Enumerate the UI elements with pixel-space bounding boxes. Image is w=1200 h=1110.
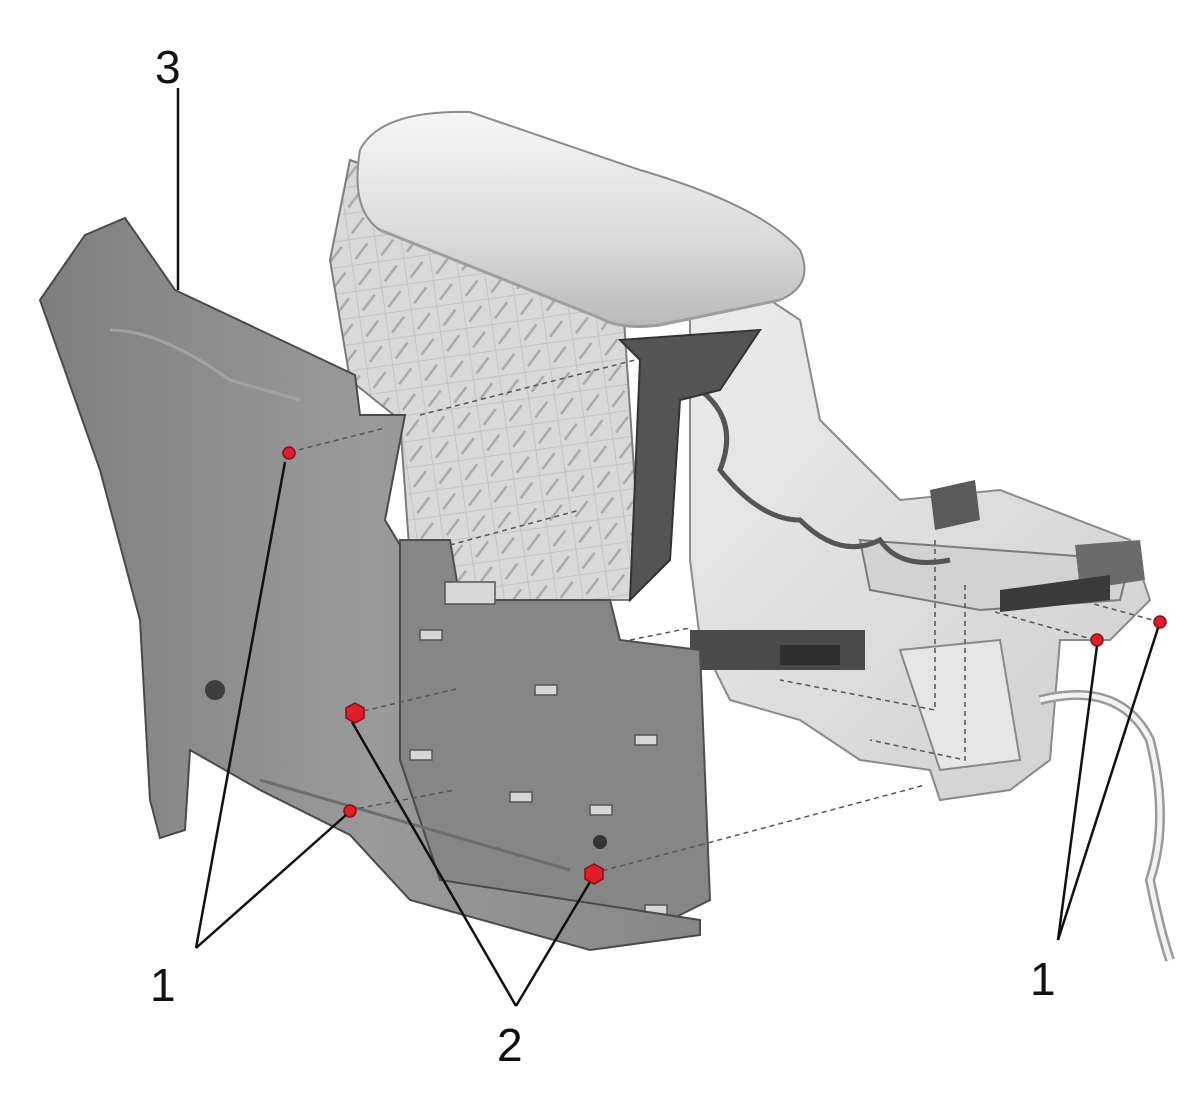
callout-label-2: 2 xyxy=(497,1019,523,1071)
fastener-2-upper xyxy=(345,702,365,724)
callout-label-1-left: 1 xyxy=(150,959,176,1011)
callout-label-1-right: 1 xyxy=(1030,953,1056,1005)
fastener-1-right-b xyxy=(1153,615,1167,629)
fastener-2-lower xyxy=(584,863,604,885)
rear-frame-assembly xyxy=(689,298,1175,962)
fasteners xyxy=(282,446,1167,885)
fastener-1-lower-left xyxy=(343,804,357,818)
fastener-1-upper-left xyxy=(282,446,296,460)
fastener-axis-lines xyxy=(289,359,1161,874)
side-trim-panel xyxy=(38,216,701,952)
armrest-lid xyxy=(356,110,806,328)
leader-lines xyxy=(176,88,1160,1007)
fastener-1-right-a xyxy=(1090,633,1104,647)
callout-label-3: 3 xyxy=(155,41,181,93)
